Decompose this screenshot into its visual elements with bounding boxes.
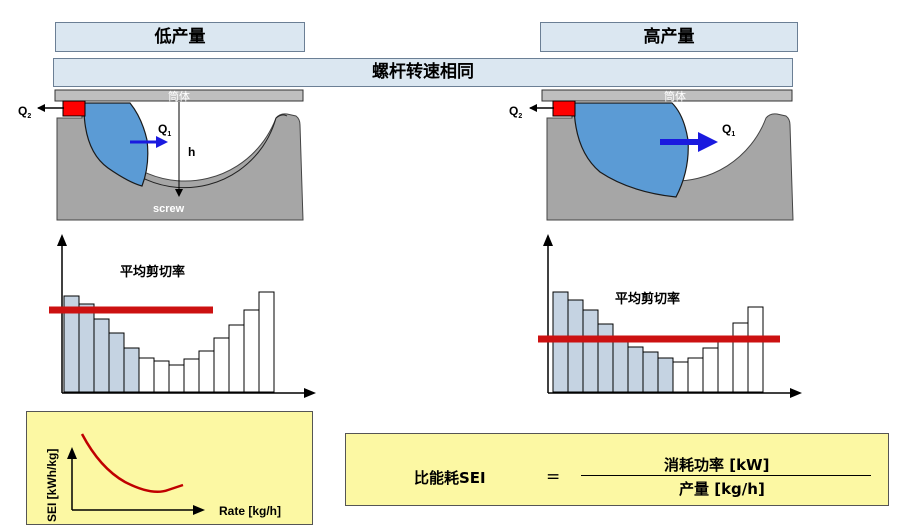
melt-pool xyxy=(83,102,149,187)
histogram-bar xyxy=(642,351,659,393)
formula-denominator: 产量 [kg/h] xyxy=(679,480,765,498)
q1-arrow-head xyxy=(698,132,718,152)
q1-arrow-head xyxy=(156,136,168,148)
histogram-bar xyxy=(672,361,689,393)
right-histogram-title: 平均剪切率 xyxy=(615,291,680,307)
histogram-bar xyxy=(732,322,749,393)
h-label: h xyxy=(188,145,195,159)
seal-block xyxy=(552,100,576,117)
high-output-screw-diagram: 筒体 Q2 Q1 xyxy=(509,89,794,221)
high-output-header: 高产量 xyxy=(540,22,798,52)
barrel-label: 筒体 xyxy=(168,89,190,103)
same-speed-label: 螺杆转速相同 xyxy=(372,62,474,82)
low-output-label: 低产量 xyxy=(154,27,206,47)
screw-label: screw xyxy=(153,203,185,215)
barrel-label: 筒体 xyxy=(664,89,686,103)
histogram-bar xyxy=(627,346,644,393)
left-histogram-axes xyxy=(57,234,316,398)
same-speed-banner: 螺杆转速相同 xyxy=(53,58,793,87)
left-histogram-bars xyxy=(49,291,275,393)
q1-label: Q1 xyxy=(722,122,735,138)
histogram-bar xyxy=(717,336,734,393)
histogram-bar xyxy=(168,364,185,393)
histogram-bar xyxy=(183,358,200,393)
fraction-bar xyxy=(581,475,871,476)
right-histogram-bars xyxy=(538,291,780,393)
low-output-screw-diagram: 筒体 Q2 Q1 h screw xyxy=(18,89,304,221)
histogram-bar xyxy=(108,332,125,393)
histogram-bar xyxy=(582,309,599,393)
histogram-bar xyxy=(612,336,629,393)
histogram-bar xyxy=(213,337,230,393)
low-output-header: 低产量 xyxy=(55,22,305,52)
barrel-bar xyxy=(54,89,304,102)
right-histogram-axes xyxy=(543,234,802,398)
high-output-label: 高产量 xyxy=(643,27,695,47)
histogram-bar xyxy=(657,357,674,393)
histogram-bar xyxy=(243,309,260,393)
histogram-bar xyxy=(747,306,764,393)
histogram-bar xyxy=(123,347,140,393)
histogram-bar xyxy=(702,347,719,393)
seal-block xyxy=(62,100,86,117)
histogram-bar xyxy=(597,323,614,393)
q1-label: Q1 xyxy=(158,122,171,138)
formula-box: 比能耗SEI = 消耗功率 [kW] 产量 [kg/h] xyxy=(345,433,889,506)
formula-equals: = xyxy=(546,467,561,487)
histogram-bar xyxy=(153,360,170,393)
histogram-bar xyxy=(198,350,215,393)
sei-chart-box xyxy=(26,411,313,525)
histogram-bar xyxy=(93,318,110,393)
formula-lhs: 比能耗SEI xyxy=(414,469,486,487)
formula-numerator: 消耗功率 [kW] xyxy=(664,456,770,474)
histogram-bar xyxy=(687,357,704,393)
q2-label: Q2 xyxy=(18,104,31,120)
histogram-bar xyxy=(78,303,95,393)
histogram-bar xyxy=(567,299,584,393)
barrel-bar xyxy=(541,89,793,102)
q2-label: Q2 xyxy=(509,104,522,120)
histogram-bar xyxy=(228,324,245,393)
histogram-bar xyxy=(258,291,275,393)
left-histogram-title: 平均剪切率 xyxy=(120,264,185,280)
histogram-bar xyxy=(138,357,155,393)
melt-pool xyxy=(573,102,689,198)
